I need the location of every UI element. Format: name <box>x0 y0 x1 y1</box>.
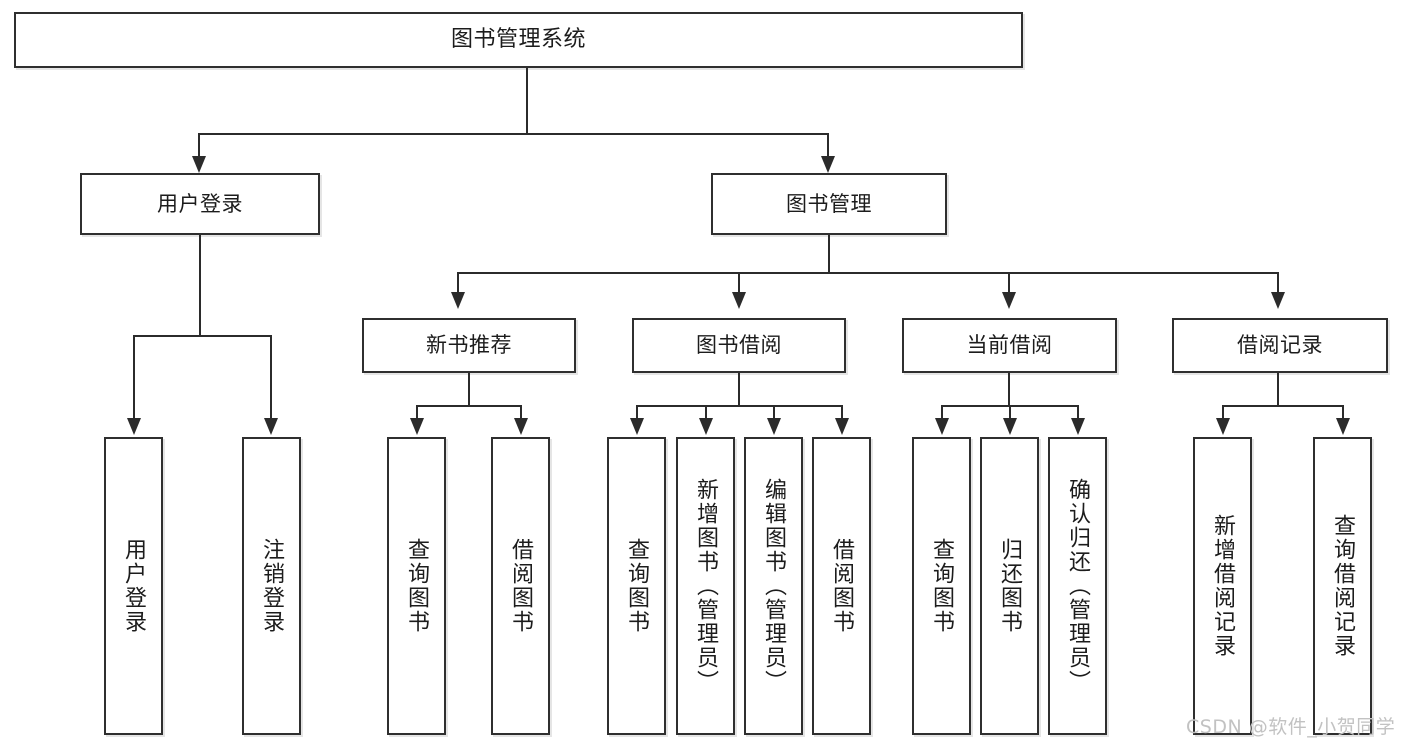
node-label: 用户登录 <box>157 191 243 216</box>
connector-new-book-stem <box>468 373 470 406</box>
connector-book-mgmt-to-new-book <box>457 272 459 294</box>
connector-book-borrow-bus <box>636 405 843 407</box>
node-new-book-recommend[interactable]: 新书推荐 <box>362 318 576 373</box>
connector-book-mgmt-bus <box>457 272 1278 274</box>
node-label: 用户登录 <box>121 538 147 634</box>
connector-user-login-stem <box>199 235 201 336</box>
node-label: 新增借阅记录 <box>1210 514 1236 658</box>
arrow-user-login-to-leaf-1 <box>264 418 278 435</box>
arrow-new-book-to-leaf-0 <box>410 418 424 435</box>
node-label: 借阅图书 <box>829 538 855 634</box>
node-borrow-record[interactable]: 借阅记录 <box>1172 318 1388 373</box>
arrow-borrow-record-to-leaf-1 <box>1336 418 1350 435</box>
node-label: 编辑图书（管理员） <box>761 478 787 694</box>
arrow-root-to-book-mgmt <box>821 156 835 173</box>
connector-root-stem <box>526 68 528 134</box>
leaf-current-borrow-confirm[interactable]: 确认归还（管理员） <box>1048 437 1107 735</box>
connector-book-mgmt-to-borrow-book <box>738 272 740 294</box>
leaf-current-borrow-return[interactable]: 归还图书 <box>980 437 1039 735</box>
node-label: 借阅记录 <box>1237 333 1323 358</box>
connector-current-borrow-stem <box>1008 373 1010 406</box>
connector-book-mgmt-to-current-borrow <box>1008 272 1010 294</box>
connector-borrow-record-stem <box>1277 373 1279 406</box>
node-current-borrow[interactable]: 当前借阅 <box>902 318 1117 373</box>
arrow-current-borrow-to-leaf-0 <box>935 418 949 435</box>
connector-new-book-to-leaf-0 <box>416 405 418 420</box>
node-label: 图书管理 <box>786 191 872 216</box>
connector-book-mgmt-to-borrow-record <box>1277 272 1279 294</box>
arrow-book-borrow-to-leaf-0 <box>630 418 644 435</box>
arrow-book-mgmt-to-borrow-book <box>732 292 746 309</box>
leaf-book-borrow-add[interactable]: 新增图书（管理员） <box>676 437 735 735</box>
arrow-root-to-user-login <box>192 156 206 173</box>
connector-book-borrow-to-leaf-1 <box>705 405 707 420</box>
node-user-login[interactable]: 用户登录 <box>80 173 320 235</box>
node-book-borrow[interactable]: 图书借阅 <box>632 318 846 373</box>
connector-new-book-to-leaf-1 <box>520 405 522 420</box>
node-book-management[interactable]: 图书管理 <box>711 173 947 235</box>
node-label: 新增图书（管理员） <box>693 478 719 694</box>
arrow-borrow-record-to-leaf-0 <box>1216 418 1230 435</box>
node-label: 查询图书 <box>404 538 430 634</box>
connector-current-borrow-to-leaf-0 <box>941 405 943 420</box>
node-label: 查询图书 <box>929 538 955 634</box>
leaf-borrow-record-add[interactable]: 新增借阅记录 <box>1193 437 1252 735</box>
arrow-current-borrow-to-leaf-2 <box>1071 418 1085 435</box>
arrow-book-borrow-to-leaf-2 <box>767 418 781 435</box>
arrow-current-borrow-to-leaf-1 <box>1003 418 1017 435</box>
leaf-new-book-borrow[interactable]: 借阅图书 <box>491 437 550 735</box>
leaf-user-login-signin[interactable]: 用户登录 <box>104 437 163 735</box>
node-label: 归还图书 <box>997 538 1023 634</box>
node-label: 注销登录 <box>259 538 285 634</box>
node-label: 查询图书 <box>624 538 650 634</box>
arrow-book-mgmt-to-current-borrow <box>1002 292 1016 309</box>
leaf-book-borrow-query[interactable]: 查询图书 <box>607 437 666 735</box>
leaf-user-login-signout[interactable]: 注销登录 <box>242 437 301 735</box>
connector-book-borrow-to-leaf-0 <box>636 405 638 420</box>
node-label: 图书借阅 <box>696 333 782 358</box>
connector-user-login-to-leaf-1 <box>270 335 272 420</box>
connector-root-to-book-mgmt <box>827 133 829 158</box>
leaf-book-borrow-edit[interactable]: 编辑图书（管理员） <box>744 437 803 735</box>
connector-borrow-record-bus <box>1222 405 1343 407</box>
connector-current-borrow-to-leaf-2 <box>1077 405 1079 420</box>
node-label: 确认归还（管理员） <box>1065 478 1091 694</box>
arrow-new-book-to-leaf-1 <box>514 418 528 435</box>
arrow-book-mgmt-to-borrow-record <box>1271 292 1285 309</box>
connector-borrow-record-to-leaf-1 <box>1342 405 1344 420</box>
connector-book-mgmt-stem <box>828 235 830 273</box>
connector-book-borrow-stem <box>738 373 740 406</box>
node-root-system[interactable]: 图书管理系统 <box>14 12 1023 68</box>
arrow-book-borrow-to-leaf-1 <box>699 418 713 435</box>
leaf-book-borrow-lend[interactable]: 借阅图书 <box>812 437 871 735</box>
leaf-new-book-query[interactable]: 查询图书 <box>387 437 446 735</box>
arrow-book-borrow-to-leaf-3 <box>835 418 849 435</box>
node-label: 当前借阅 <box>966 333 1053 358</box>
connector-current-borrow-to-leaf-1 <box>1009 405 1011 420</box>
connector-root-bus <box>198 133 828 135</box>
connector-user-login-to-leaf-0 <box>133 335 135 420</box>
leaf-current-borrow-query[interactable]: 查询图书 <box>912 437 971 735</box>
node-label: 查询借阅记录 <box>1330 514 1356 658</box>
node-label: 图书管理系统 <box>450 27 586 53</box>
connector-book-borrow-to-leaf-2 <box>773 405 775 420</box>
arrow-user-login-to-leaf-0 <box>127 418 141 435</box>
connector-borrow-record-to-leaf-0 <box>1222 405 1224 420</box>
connector-root-to-user-login <box>198 133 200 158</box>
connector-book-borrow-to-leaf-3 <box>841 405 843 420</box>
node-label: 借阅图书 <box>508 538 534 634</box>
arrow-book-mgmt-to-new-book <box>451 292 465 309</box>
node-label: 新书推荐 <box>426 333 512 358</box>
connector-new-book-bus <box>416 405 521 407</box>
leaf-borrow-record-query[interactable]: 查询借阅记录 <box>1313 437 1372 735</box>
connector-user-login-bus <box>133 335 271 337</box>
